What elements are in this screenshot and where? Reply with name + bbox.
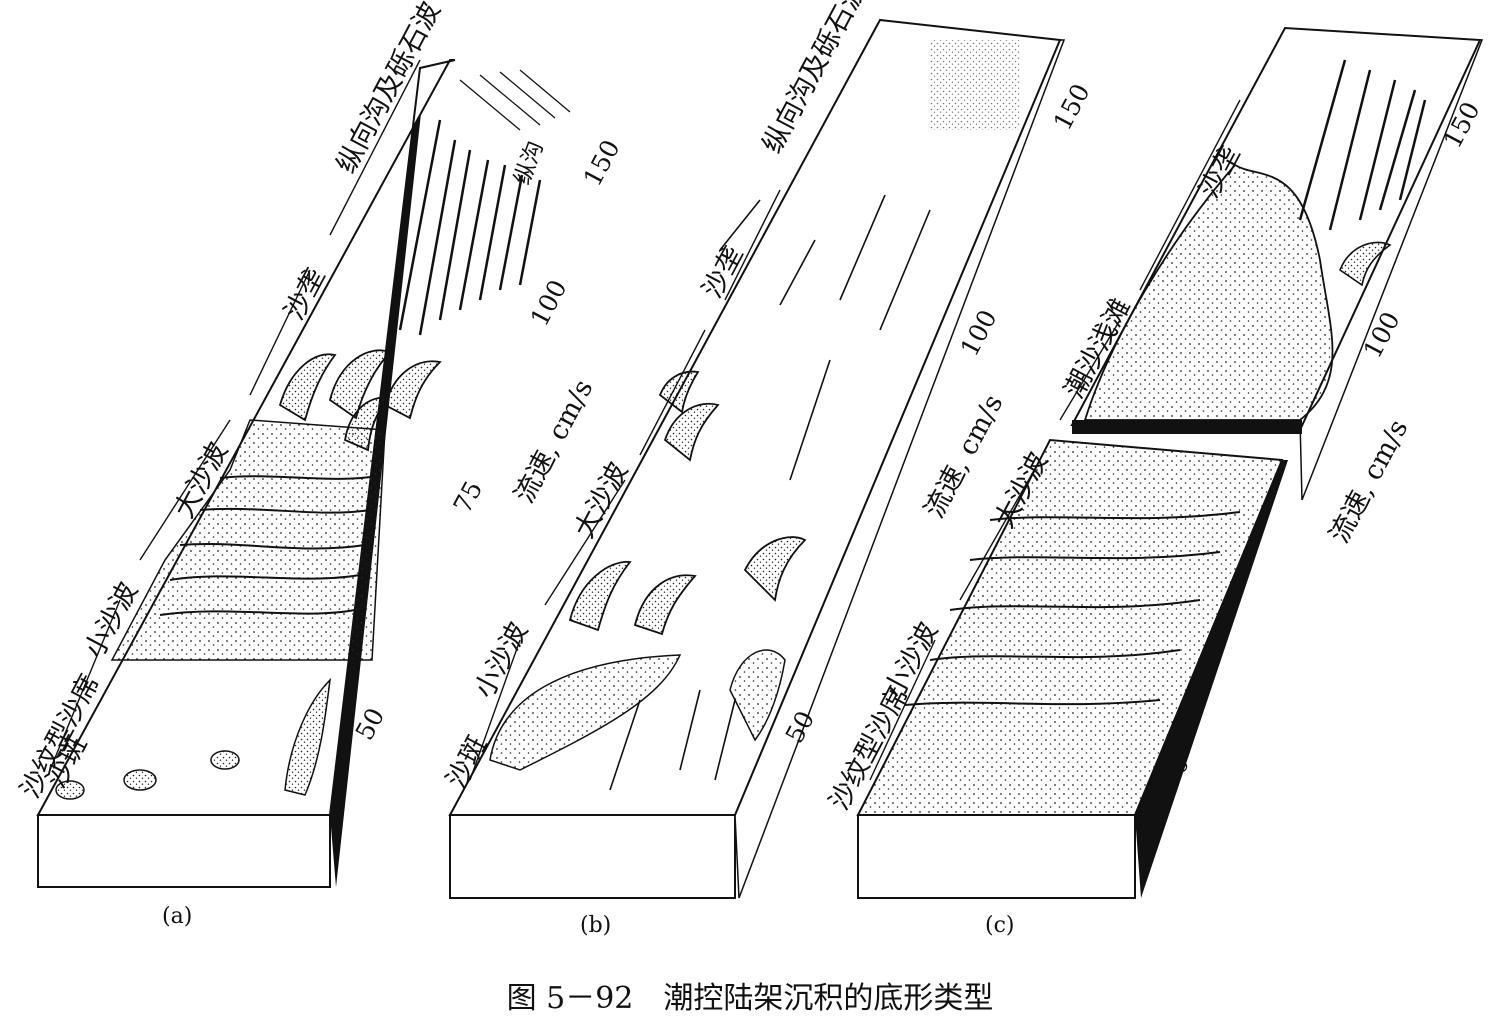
panel-b-speed-100: 100 xyxy=(955,305,1003,361)
panel-b-ribbons xyxy=(609,194,931,791)
panel-a-inset-text: 纵沟 xyxy=(510,138,549,188)
panel-b-zone-arrows xyxy=(469,189,781,781)
panel-b-speed-unit: 流速, cm/s xyxy=(919,390,1010,524)
panel-c-front-face xyxy=(857,814,1136,899)
panel-a-barchans xyxy=(278,349,442,452)
panel-a-sand-ribbons xyxy=(398,119,542,336)
panel-b-sand-patches xyxy=(489,649,786,771)
panel-a-zone-arrows xyxy=(49,59,421,771)
panel-a-speed-150: 150 xyxy=(578,135,626,191)
panel-a-sandwave-zone xyxy=(110,419,386,661)
panel-c-zone-arrows xyxy=(869,99,1241,781)
panel-c-shoal-base xyxy=(1072,420,1302,434)
panel-b-speed-150: 150 xyxy=(1048,79,1096,135)
panel-a-front-face xyxy=(37,814,331,888)
panel-a-speed-unit: 流速, cm/s xyxy=(509,375,600,509)
panel-a-grooves xyxy=(459,69,571,131)
panel-c-tidal-shoal xyxy=(1083,163,1334,421)
panel-c-label: (c) xyxy=(985,913,1015,938)
panel-b-front-face xyxy=(449,814,736,899)
panel-c-wave-crests xyxy=(904,511,1241,706)
panel-a-speed-50: 50 xyxy=(350,703,391,745)
panel-a-speed-100: 100 xyxy=(525,275,573,331)
panel-b-gravel-field xyxy=(930,40,1020,130)
figure-caption: 图 5－92 潮控陆架沉积的底形类型 xyxy=(507,981,994,1016)
panel-c-barchan xyxy=(1339,241,1392,287)
panel-c: 沙垄 潮沙浅滩 大沙波 小沙波 沙纹型沙席 150 100 50 流速, cm/… xyxy=(824,26,1486,938)
panel-a-wave-crests xyxy=(159,475,379,616)
panel-a-speed-75: 75 xyxy=(448,476,489,518)
panel-b-barchans xyxy=(568,370,807,636)
panel-a: 纵向沟及砾石波 沙垄 大沙波 小沙波 沙纹型沙席 沙斑 纵沟 150 100 7… xyxy=(15,0,626,929)
panel-a-label: (a) xyxy=(162,904,192,929)
panel-a-sand-patches xyxy=(55,677,332,800)
panel-c-ribbons xyxy=(1298,59,1427,231)
panel-c-side-face xyxy=(1135,460,1288,898)
panel-b-label: (b) xyxy=(580,913,611,938)
panel-c-lower-top-surface xyxy=(856,438,1284,816)
panel-c-speed-unit: 流速, cm/s xyxy=(1324,415,1415,549)
